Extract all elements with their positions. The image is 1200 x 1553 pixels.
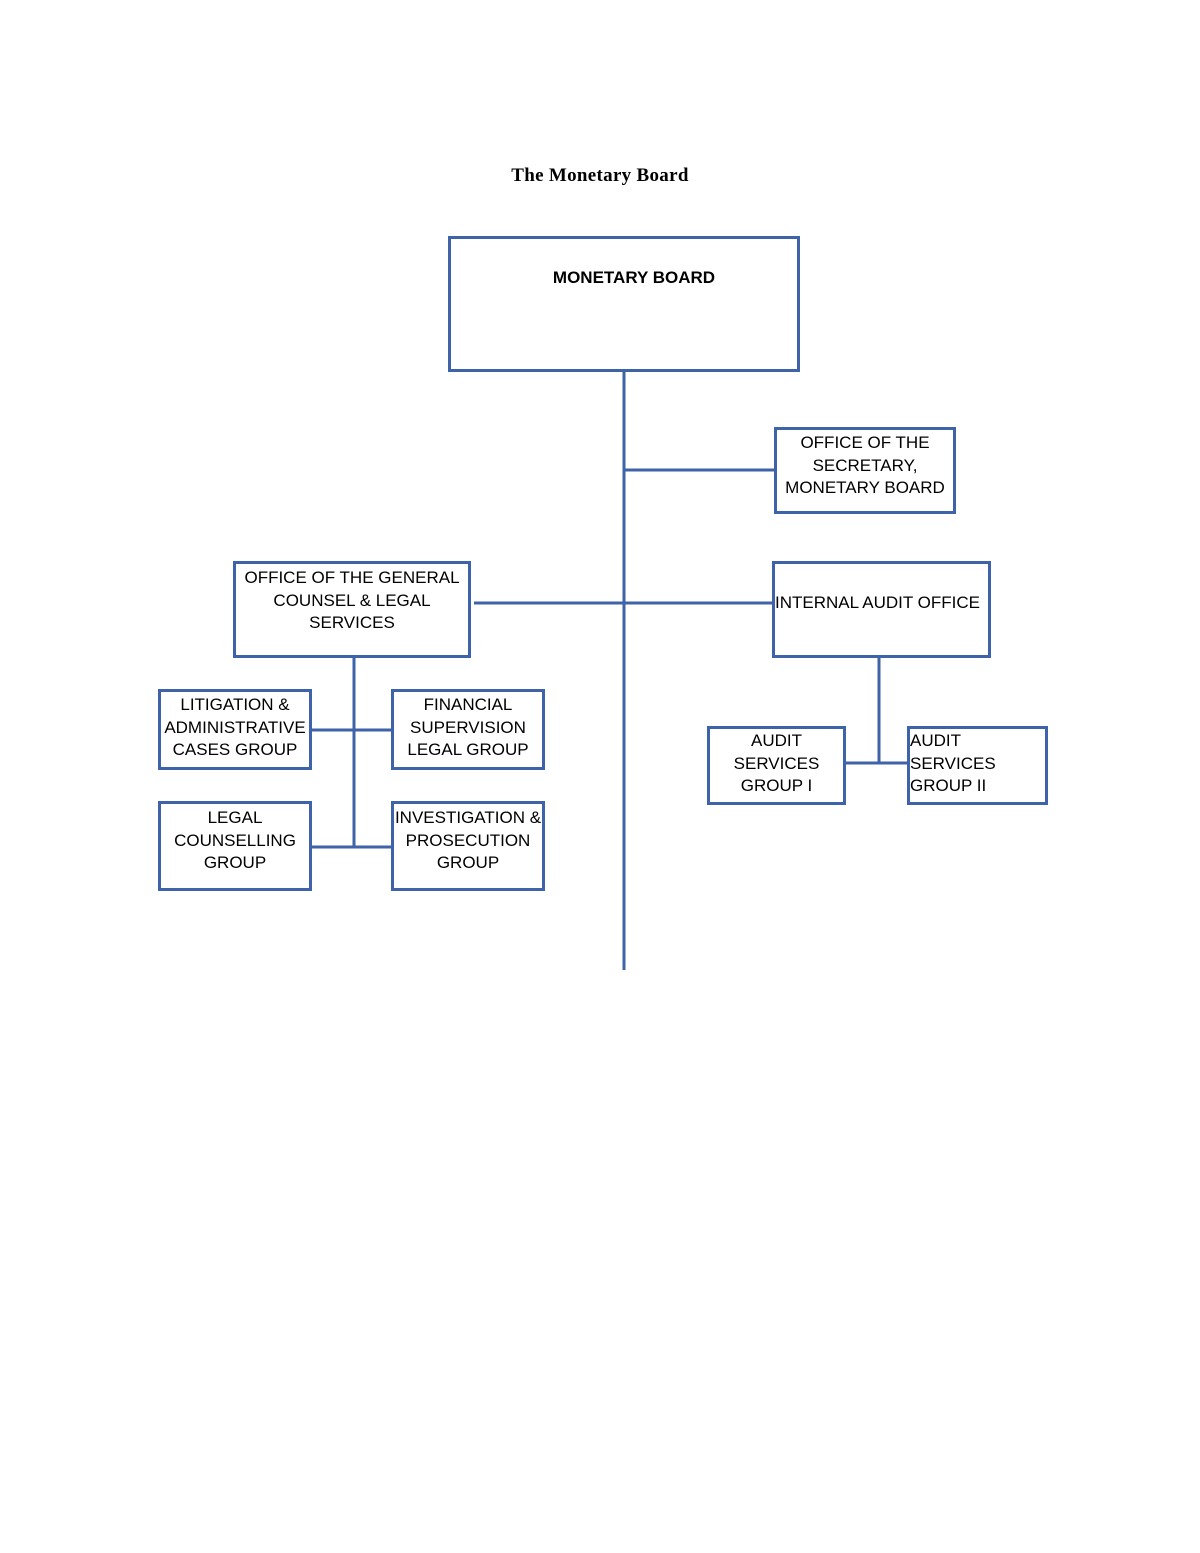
financial-supervision-box: FINANCIAL SUPERVISION LEGAL GROUP [391, 689, 545, 770]
general-counsel-label: OFFICE OF THE GENERAL COUNSEL & LEGAL SE… [244, 568, 460, 632]
audit-group-2-label: AUDIT SERVICES GROUP II [910, 731, 996, 795]
investigation-box: INVESTIGATION & PROSECUTION GROUP [391, 801, 545, 891]
internal-audit-box: INTERNAL AUDIT OFFICE [772, 561, 991, 658]
financial-supervision-label: FINANCIAL SUPERVISION LEGAL GROUP [407, 695, 529, 759]
monetary-board-label: MONETARY BOARD [552, 268, 716, 287]
office-secretary-box: OFFICE OF THE SECRETARY, MONETARY BOARD [774, 427, 956, 514]
audit-group-1-box: AUDIT SERVICES GROUP I [707, 726, 846, 805]
internal-audit-label: INTERNAL AUDIT OFFICE [775, 593, 980, 612]
office-secretary-label: OFFICE OF THE SECRETARY, MONETARY BOARD [785, 433, 945, 497]
audit-group-2-box: AUDIT SERVICES GROUP II [907, 726, 1048, 805]
audit-group-1-label: AUDIT SERVICES GROUP I [733, 731, 820, 795]
litigation-box: LITIGATION & ADMINISTRATIVE CASES GROUP [158, 689, 312, 770]
page-title: The Monetary Board [511, 165, 689, 186]
litigation-label: LITIGATION & ADMINISTRATIVE CASES GROUP [164, 695, 306, 759]
legal-counselling-label: LEGAL COUNSELLING GROUP [174, 808, 296, 872]
monetary-board-box: MONETARY BOARD [448, 236, 800, 372]
general-counsel-box: OFFICE OF THE GENERAL COUNSEL & LEGAL SE… [233, 561, 471, 658]
investigation-label: INVESTIGATION & PROSECUTION GROUP [394, 808, 542, 872]
legal-counselling-box: LEGAL COUNSELLING GROUP [158, 801, 312, 891]
